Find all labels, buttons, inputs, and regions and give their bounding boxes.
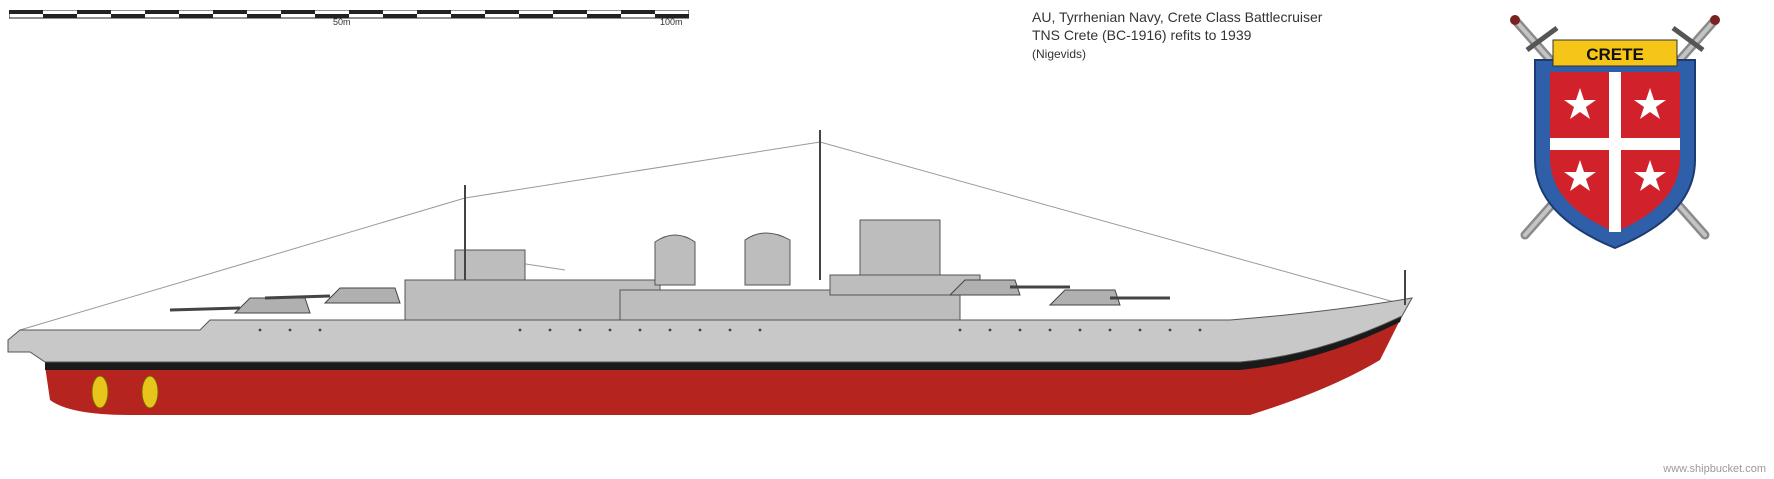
drawing-caption: AU, Tyrrhenian Navy, Crete Class Battlec… — [1032, 8, 1322, 64]
gun-barrels — [169, 285, 1170, 312]
scale-label-100m: 100m — [660, 17, 683, 27]
scale-label-50m: 50m — [333, 17, 351, 27]
masts — [464, 130, 1406, 305]
shield-icon — [1534, 59, 1696, 250]
boot-topping — [45, 316, 1402, 370]
caption-author: (Nigevids) — [1032, 47, 1087, 61]
star-icon — [1564, 88, 1666, 191]
scale-bar — [8, 9, 690, 24]
scale-bar-graphic — [8, 9, 690, 19]
crest-banner — [1552, 39, 1678, 67]
propeller-icon — [91, 375, 159, 409]
caption-subtitle: TNS Crete (BC-1916) refits to 1939 — [1032, 27, 1252, 43]
watermark: www.shipbucket.com — [1663, 463, 1766, 475]
hull-upper — [7, 297, 1413, 363]
scale-bar-segments — [9, 10, 689, 18]
ship-profile — [7, 130, 1413, 415]
rigging-lines — [19, 141, 1406, 331]
main-gun-turrets — [233, 279, 1121, 314]
crest-banner-text: CRETE — [1586, 45, 1644, 64]
superstructure — [404, 219, 981, 321]
portholes — [258, 328, 1202, 332]
crest-emblem: CRETE — [1510, 15, 1720, 250]
funnels — [654, 232, 791, 286]
caption-title: AU, Tyrrhenian Navy, Crete Class Battlec… — [1032, 9, 1323, 25]
